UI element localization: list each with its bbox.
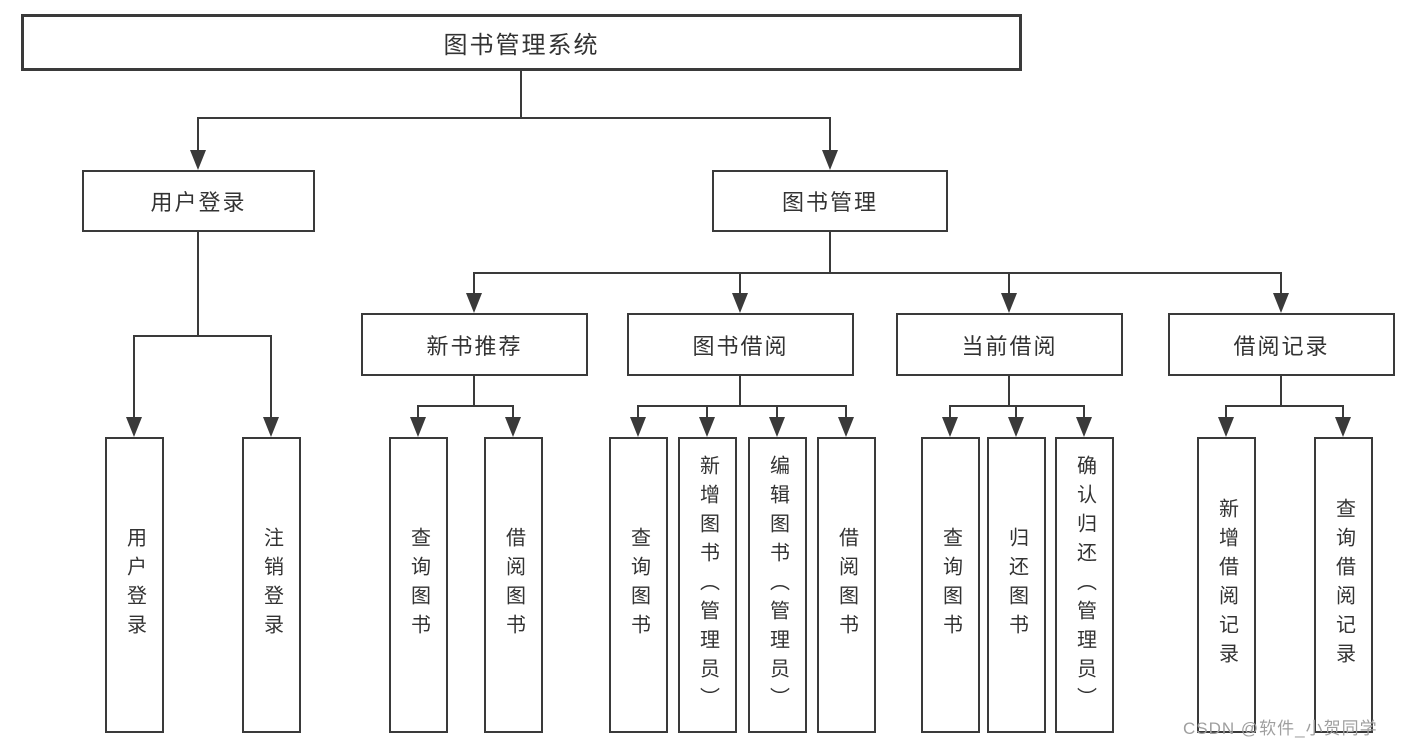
arrow-down-icon	[1001, 293, 1017, 313]
connector-line	[473, 272, 475, 297]
connector-line	[133, 335, 272, 337]
connector-line	[1280, 272, 1282, 297]
node-current-borrowing: 当前借阅	[896, 313, 1123, 376]
arrow-down-icon	[699, 417, 715, 437]
connector-line	[197, 117, 199, 154]
leaf-edit-book-admin: 编辑图书（管理员）	[748, 437, 807, 733]
node-label: 借阅记录	[1233, 333, 1330, 359]
arrow-down-icon	[838, 417, 854, 437]
arrow-down-icon	[1218, 417, 1234, 437]
arrow-down-icon	[732, 293, 748, 313]
leaf-label: 新增图书（管理员）	[696, 454, 719, 716]
node-new-book-recommendation: 新书推荐	[361, 313, 588, 376]
node-label: 图书管理系统	[443, 32, 600, 59]
leaf-borrow-books-recommend: 借阅图书	[484, 437, 543, 733]
arrow-down-icon	[822, 150, 838, 170]
node-book-management: 图书管理	[712, 170, 948, 232]
leaf-label: 确认归还（管理员）	[1073, 454, 1096, 716]
arrow-down-icon	[190, 150, 206, 170]
node-library-management-system: 图书管理系统	[21, 14, 1022, 71]
node-user-login: 用户登录	[82, 170, 315, 232]
node-label: 图书借阅	[692, 333, 789, 359]
connector-line	[512, 405, 514, 421]
connector-line	[270, 335, 272, 421]
arrow-down-icon	[505, 417, 521, 437]
node-label: 用户登录	[150, 190, 247, 215]
connector-line	[1342, 405, 1344, 421]
arrow-down-icon	[1076, 417, 1092, 437]
leaf-user-login: 用户登录	[105, 437, 164, 733]
leaf-label: 用户登录	[123, 527, 146, 643]
connector-line	[1008, 376, 1010, 405]
arrow-down-icon	[410, 417, 426, 437]
connector-line	[739, 272, 741, 297]
leaf-label: 注销登录	[260, 527, 283, 643]
node-book-borrowing: 图书借阅	[627, 313, 854, 376]
connector-line	[473, 272, 1282, 274]
leaf-label: 新增借阅记录	[1215, 498, 1238, 672]
connector-line	[637, 405, 847, 407]
connector-line	[739, 376, 741, 405]
connector-line	[949, 405, 951, 421]
leaf-add-borrow-record: 新增借阅记录	[1197, 437, 1256, 733]
connector-line	[417, 405, 419, 421]
arrow-down-icon	[769, 417, 785, 437]
leaf-label: 查询图书	[627, 527, 650, 643]
connector-line	[637, 405, 639, 421]
leaf-label: 借阅图书	[835, 527, 858, 643]
node-borrowing-records: 借阅记录	[1168, 313, 1395, 376]
leaf-label: 编辑图书（管理员）	[766, 454, 789, 716]
connector-line	[1225, 405, 1227, 421]
arrow-down-icon	[1008, 417, 1024, 437]
leaf-query-books-current: 查询图书	[921, 437, 980, 733]
connector-line	[776, 405, 778, 421]
node-label: 图书管理	[781, 190, 878, 215]
connector-line	[1280, 376, 1282, 405]
leaf-logout: 注销登录	[242, 437, 301, 733]
leaf-borrow-books: 借阅图书	[817, 437, 876, 733]
connector-line	[197, 117, 831, 119]
leaf-query-books-recommend: 查询图书	[389, 437, 448, 733]
connector-line	[133, 335, 135, 421]
node-label: 当前借阅	[961, 333, 1058, 359]
arrow-down-icon	[126, 417, 142, 437]
connector-line	[1008, 272, 1010, 297]
arrow-down-icon	[942, 417, 958, 437]
connector-line	[197, 232, 199, 335]
connector-line	[417, 405, 514, 407]
leaf-label: 归还图书	[1005, 527, 1028, 643]
leaf-label: 借阅图书	[502, 527, 525, 643]
csdn-watermark: CSDN @软件_小贺同学	[1183, 719, 1378, 738]
arrow-down-icon	[1335, 417, 1351, 437]
node-label: 新书推荐	[426, 333, 523, 359]
leaf-confirm-return-admin: 确认归还（管理员）	[1055, 437, 1114, 733]
connector-line	[1225, 405, 1344, 407]
leaf-label: 查询借阅记录	[1332, 498, 1355, 672]
connector-line	[845, 405, 847, 421]
connector-line	[1015, 405, 1017, 421]
arrow-down-icon	[466, 293, 482, 313]
arrow-down-icon	[263, 417, 279, 437]
connector-line	[829, 232, 831, 272]
leaf-label: 查询图书	[939, 527, 962, 643]
connector-line	[706, 405, 708, 421]
connector-line	[1083, 405, 1085, 421]
connector-line	[829, 117, 831, 154]
arrow-down-icon	[630, 417, 646, 437]
leaf-query-borrow-record: 查询借阅记录	[1314, 437, 1373, 733]
leaf-return-books: 归还图书	[987, 437, 1046, 733]
leaf-label: 查询图书	[407, 527, 430, 643]
connector-line	[473, 376, 475, 405]
leaf-query-books-borrow: 查询图书	[609, 437, 668, 733]
leaf-add-book-admin: 新增图书（管理员）	[678, 437, 737, 733]
connector-line	[949, 405, 1085, 407]
arrow-down-icon	[1273, 293, 1289, 313]
connector-line	[520, 71, 522, 117]
